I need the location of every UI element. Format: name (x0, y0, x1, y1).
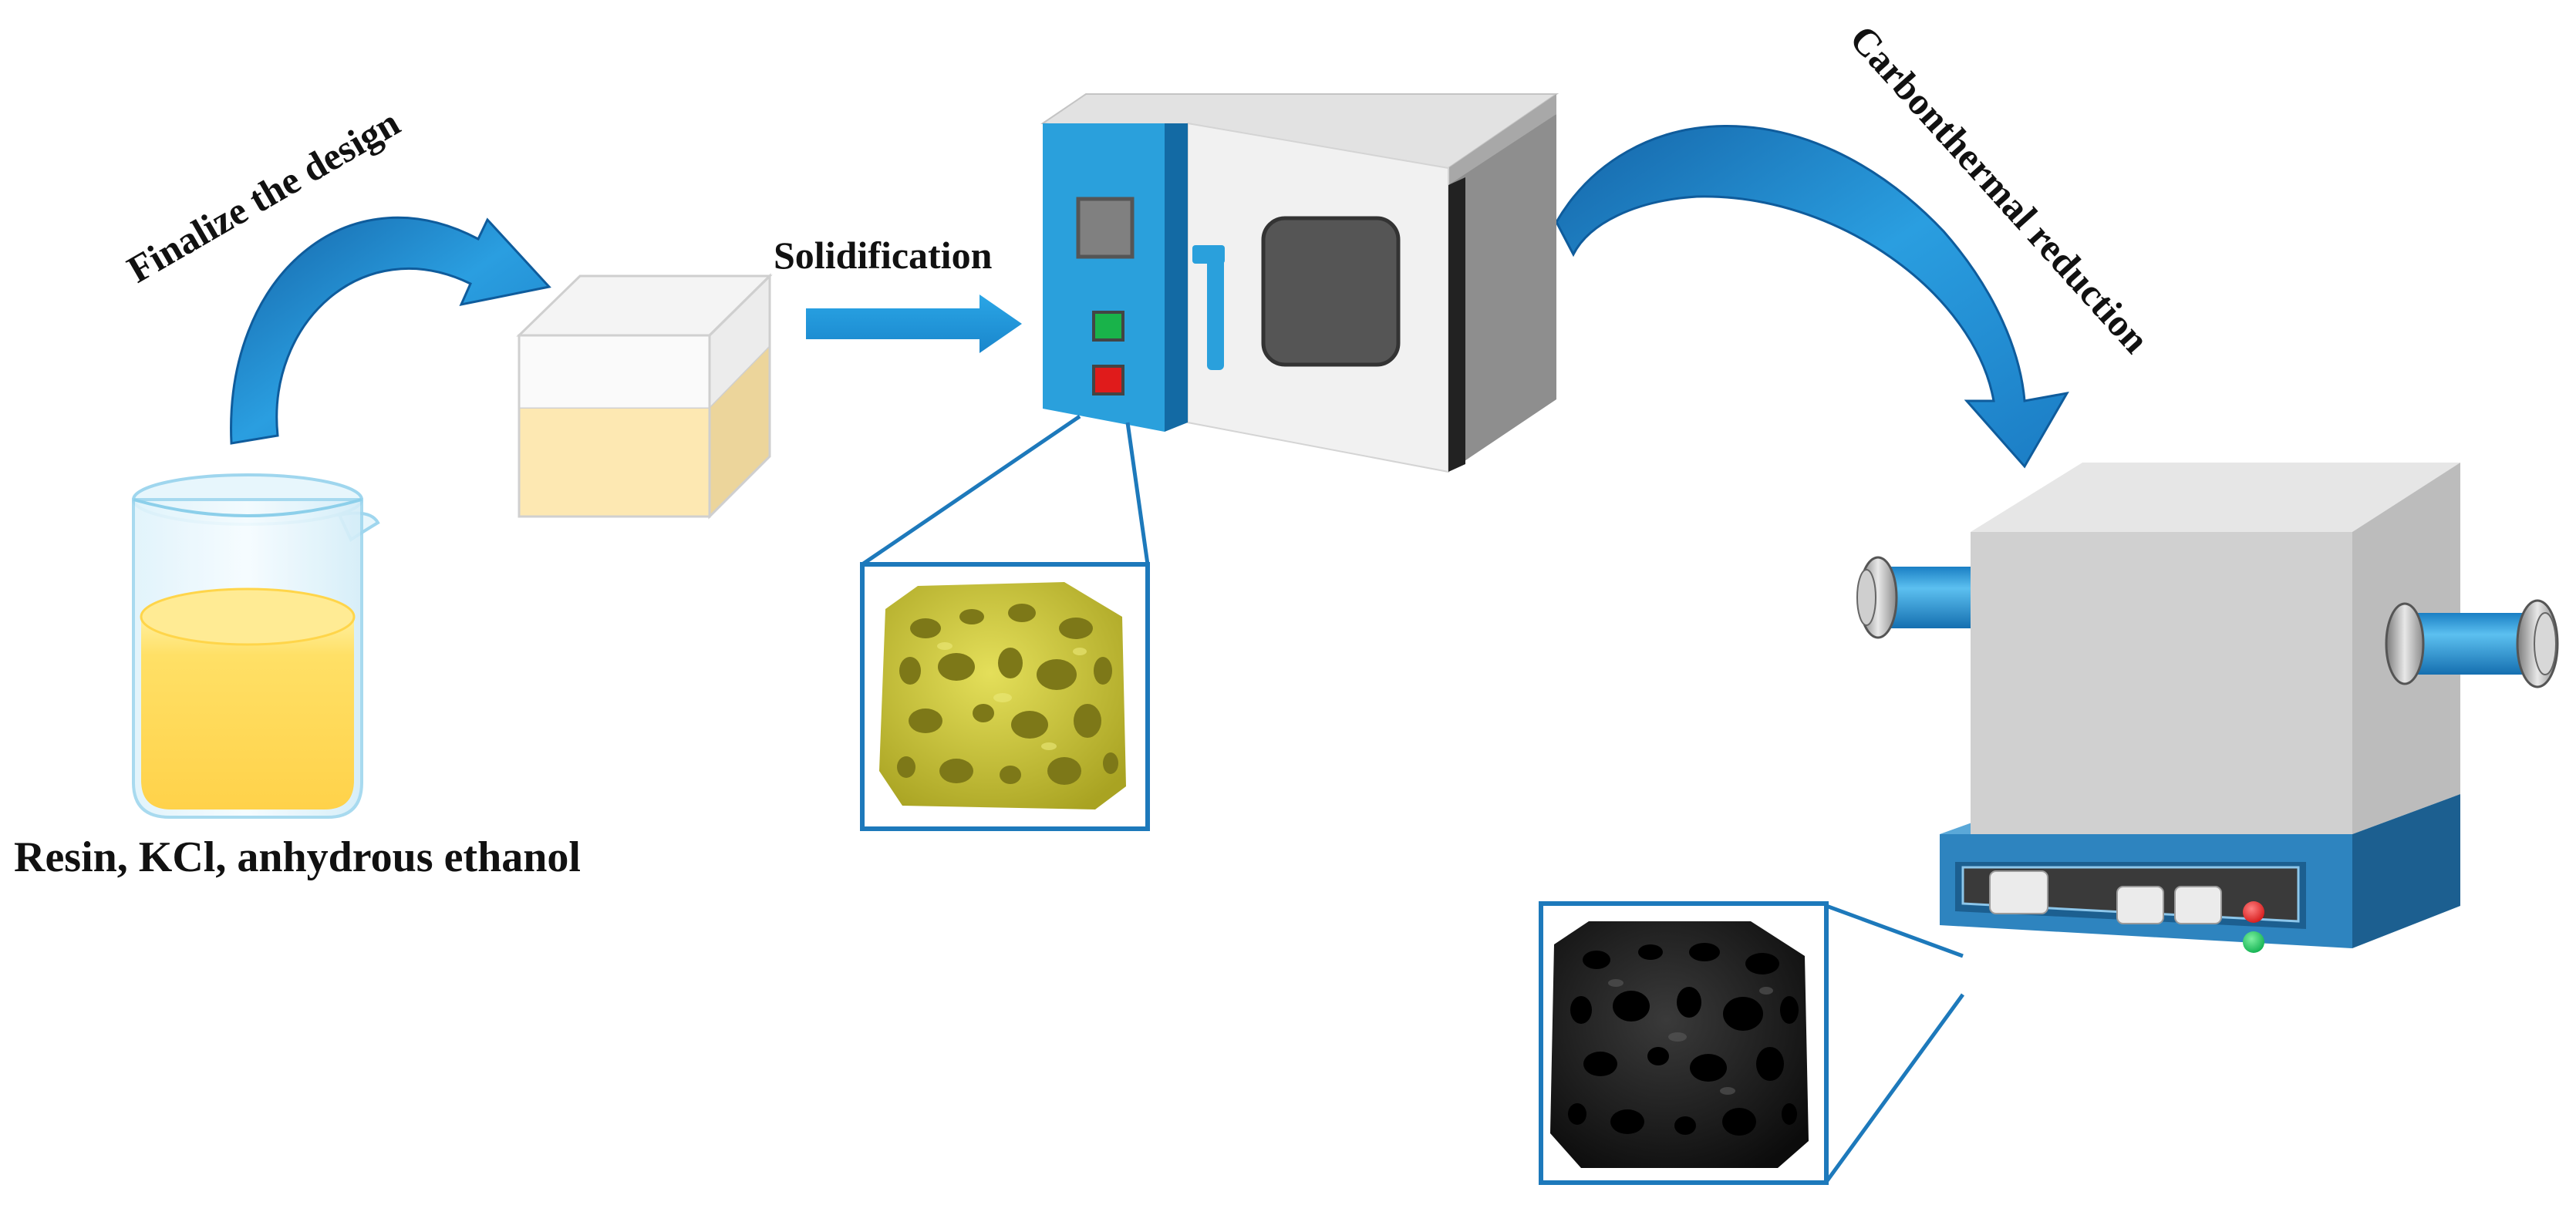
curved-arrow-carbothermal (1555, 125, 2069, 469)
curved-arrow-finalize (230, 216, 551, 445)
porous-resin-foam-callout (860, 414, 1150, 831)
oven-red-button (1092, 365, 1124, 395)
mold-cube-icon (516, 273, 773, 520)
porous-resin-foam-icon (879, 582, 1126, 810)
straight-arrow-solidification (806, 295, 1022, 353)
materials-label: Resin, KCl, anhydrous ethanol (14, 833, 581, 881)
oven-window (1261, 216, 1401, 367)
porous-carbon-foam-callout (1539, 901, 1965, 1185)
drying-oven-icon (1040, 93, 1559, 473)
furnace-green-button (2243, 931, 2264, 953)
furnace-panel-button-2 (2116, 886, 2164, 924)
oven-green-button (1092, 311, 1124, 342)
solidification-label: Solidification (774, 234, 993, 277)
furnace-panel-button-3 (2174, 886, 2222, 924)
furnace-red-button (2243, 901, 2264, 923)
porous-carbon-foam-icon (1550, 921, 1809, 1168)
right-tube-flange-inner (2385, 602, 2425, 685)
beaker-icon (132, 473, 380, 819)
oven-display-screen (1076, 197, 1135, 259)
tube-furnace-icon (1856, 463, 2559, 953)
furnace-panel-button-1 (1989, 870, 2048, 914)
oven-handle (1207, 254, 1224, 370)
